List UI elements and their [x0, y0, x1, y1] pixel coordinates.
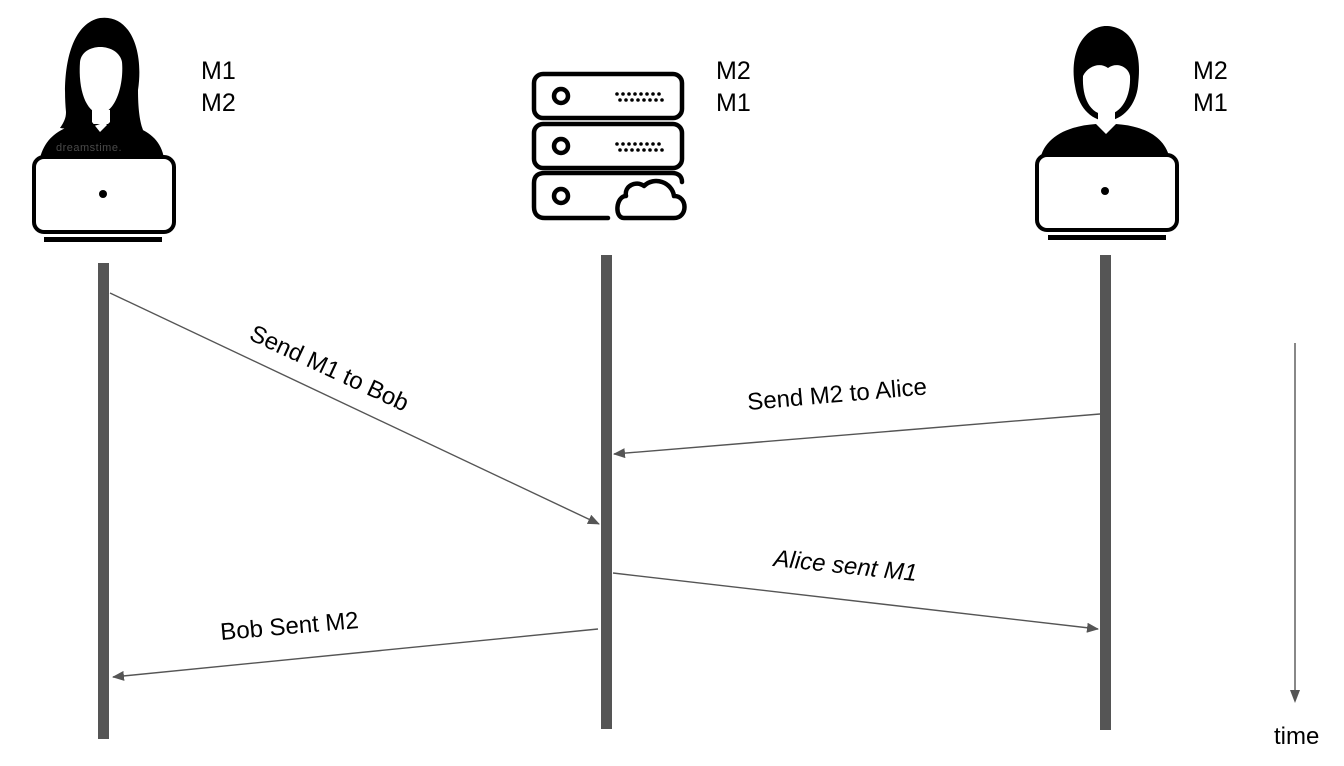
man-with-laptop-icon	[1035, 26, 1179, 240]
server-dots	[615, 92, 664, 152]
message-label-3: Alice sent M1	[770, 545, 918, 587]
watermark: dreamstime.	[56, 142, 122, 154]
message-label-2: Send M2 to Alice	[746, 373, 928, 416]
server-order-2: M1	[716, 89, 751, 117]
woman-with-laptop-icon: dreamstime.	[32, 17, 176, 242]
message-label-4: Bob Sent M2	[219, 607, 360, 646]
bob-order-1: M2	[1193, 57, 1228, 85]
alice-lifeline	[98, 263, 109, 739]
message-arrow-2	[613, 413, 1101, 459]
message-arrow-1	[109, 292, 600, 525]
time-arrow-icon	[1290, 690, 1300, 703]
message-arrow-3	[612, 572, 1099, 633]
message-arrow-4	[112, 628, 599, 681]
bob-order-2: M1	[1193, 89, 1228, 117]
alice-order-1: M1	[201, 57, 236, 85]
time-label: time	[1274, 723, 1319, 750]
bob-lifeline	[1100, 255, 1111, 730]
server-order-1: M2	[716, 57, 751, 85]
alice-order-2: M2	[201, 89, 236, 117]
cloud-server-icon	[531, 71, 687, 221]
server-lifeline	[601, 255, 612, 729]
